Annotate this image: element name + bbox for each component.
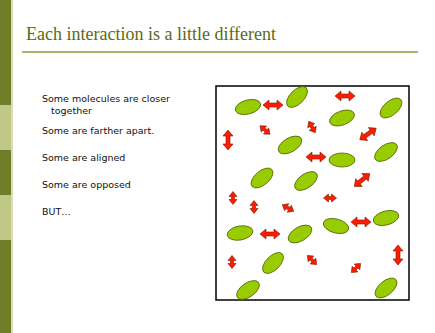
slide-title: Each interaction is a little different xyxy=(26,24,276,45)
accent-segment xyxy=(0,105,11,150)
bullet-text: BUT… xyxy=(42,206,211,218)
molecules xyxy=(226,83,405,303)
interaction-arrows xyxy=(223,91,403,275)
title-rule xyxy=(22,51,418,53)
accent-line xyxy=(11,0,13,333)
picture-frame xyxy=(216,86,409,300)
accent-segment xyxy=(0,195,11,240)
bullet-text: Some are aligned xyxy=(42,152,211,164)
bullet-text: Some molecules are closer together xyxy=(42,93,211,117)
bullet-text: Some are opposed xyxy=(42,179,211,191)
bullet-text: Some are farther apart. xyxy=(42,125,211,137)
accent-bar xyxy=(0,0,11,333)
